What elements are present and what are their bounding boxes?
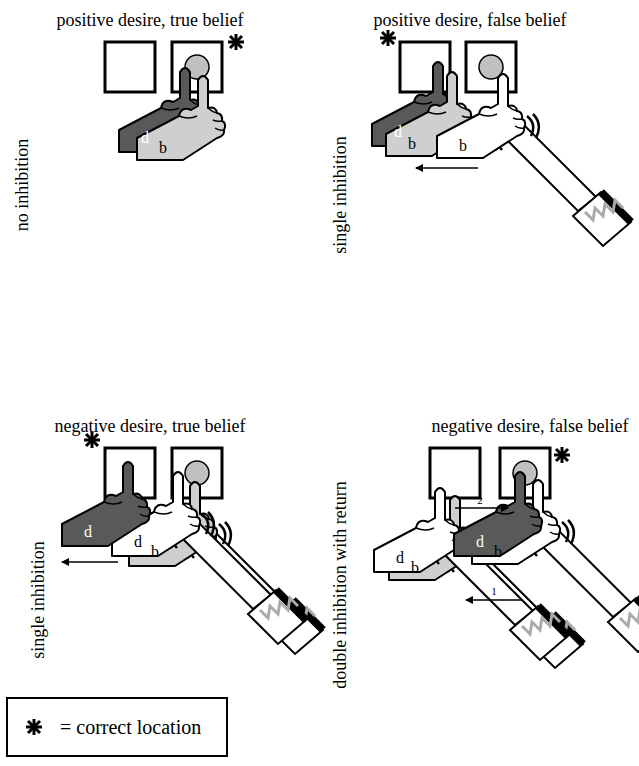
movement-arrow <box>416 167 478 169</box>
hand-letter: d <box>84 524 92 540</box>
hand <box>137 76 225 160</box>
legend-asterisk <box>16 707 56 747</box>
callout-number: 1 <box>491 586 497 597</box>
panel-title: negative desire, true belief <box>55 417 246 435</box>
condition-label: double inhibition with return <box>331 481 349 688</box>
hand-letter: b <box>408 136 416 152</box>
hand-letter: d <box>476 534 484 550</box>
asterisk <box>228 34 244 50</box>
hand-letter: d <box>134 534 142 550</box>
movement-arrow <box>62 561 118 563</box>
hand-letter: b <box>151 544 159 560</box>
hand-letter: d <box>396 550 404 566</box>
hand-letter: d <box>394 124 402 140</box>
movement-arrow <box>455 507 508 509</box>
hand <box>437 74 525 158</box>
condition-label: no inhibition <box>13 139 31 232</box>
callout-number: 2 <box>477 495 483 506</box>
condition-label: single inhibition <box>29 541 47 659</box>
hand-letter: b <box>159 140 167 156</box>
hand-letter: b <box>411 560 419 576</box>
legend-text: = correct location <box>60 716 201 739</box>
box <box>105 42 155 92</box>
asterisk <box>380 30 396 46</box>
panel-title: negative desire, false belief <box>432 417 629 435</box>
hand-letter: b <box>494 544 502 560</box>
hand-letter: b <box>459 138 467 154</box>
movement-arrow <box>466 599 522 601</box>
object <box>185 461 209 485</box>
hand <box>386 72 474 156</box>
condition-label: single inhibition <box>331 136 349 254</box>
panel-title: positive desire, false belief <box>374 11 567 29</box>
asterisk <box>554 447 570 463</box>
hand-letter: d <box>141 130 149 146</box>
panel-title: positive desire, true belief <box>57 11 244 29</box>
legend-box: = correct location <box>6 697 228 757</box>
